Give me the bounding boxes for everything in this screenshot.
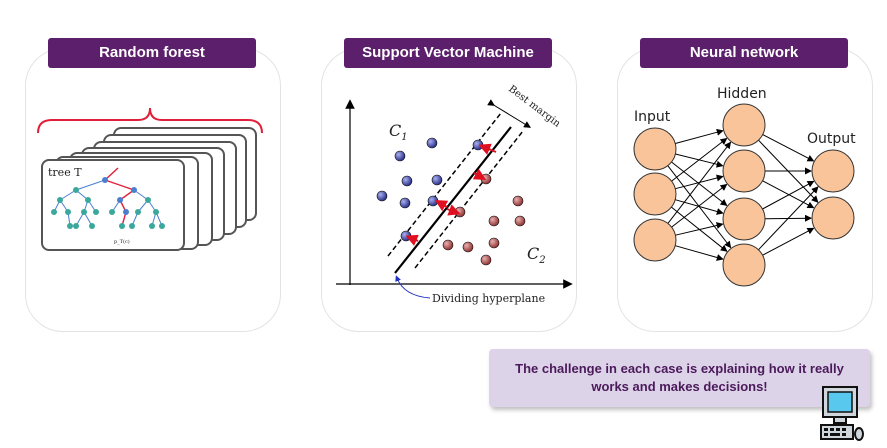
hidden-label: Hidden — [717, 86, 767, 102]
network-connection — [762, 180, 815, 210]
random-forest-title: Random forest — [48, 38, 256, 68]
network-connection — [762, 227, 815, 256]
output-layer — [811, 149, 855, 240]
class-2-label: C2 — [527, 244, 546, 266]
network-connection — [762, 180, 815, 209]
network-connection — [758, 186, 819, 251]
hyperplane-pointer — [395, 275, 431, 299]
margin-line-lower — [414, 130, 524, 269]
hyperplane-label: Dividing hyperplane — [432, 292, 545, 305]
svm-title: Support Vector Machine — [344, 38, 552, 68]
network-connections — [667, 128, 819, 261]
challenge-note: The challenge in each case is explaining… — [489, 349, 870, 407]
computer-icon — [820, 386, 864, 441]
network-connection — [671, 137, 728, 182]
network-connection — [675, 128, 724, 144]
input-layer — [633, 127, 677, 262]
network-connection — [675, 245, 724, 261]
svm-card — [321, 48, 577, 332]
input-label: Input — [634, 109, 671, 125]
forest-brace — [37, 107, 263, 134]
margin-line-upper — [387, 112, 502, 257]
network-connection — [671, 183, 728, 228]
tree-stack — [41, 127, 257, 251]
tree-label: tree T — [48, 166, 82, 179]
neural-network-title: Neural network — [640, 38, 848, 68]
network-connection — [762, 134, 815, 162]
leaf-label: p_T(c) — [114, 238, 130, 245]
hidden-layer — [722, 103, 766, 287]
class-1-label: C1 — [389, 121, 408, 143]
tree-nodes — [51, 177, 165, 229]
output-label: Output — [807, 131, 856, 147]
challenge-note-text: The challenge in each case is explaining… — [515, 361, 844, 394]
network-connection — [667, 141, 732, 224]
support-vector-arrows — [405, 143, 497, 246]
network-connection — [675, 222, 724, 236]
margin-dimension — [487, 99, 531, 128]
